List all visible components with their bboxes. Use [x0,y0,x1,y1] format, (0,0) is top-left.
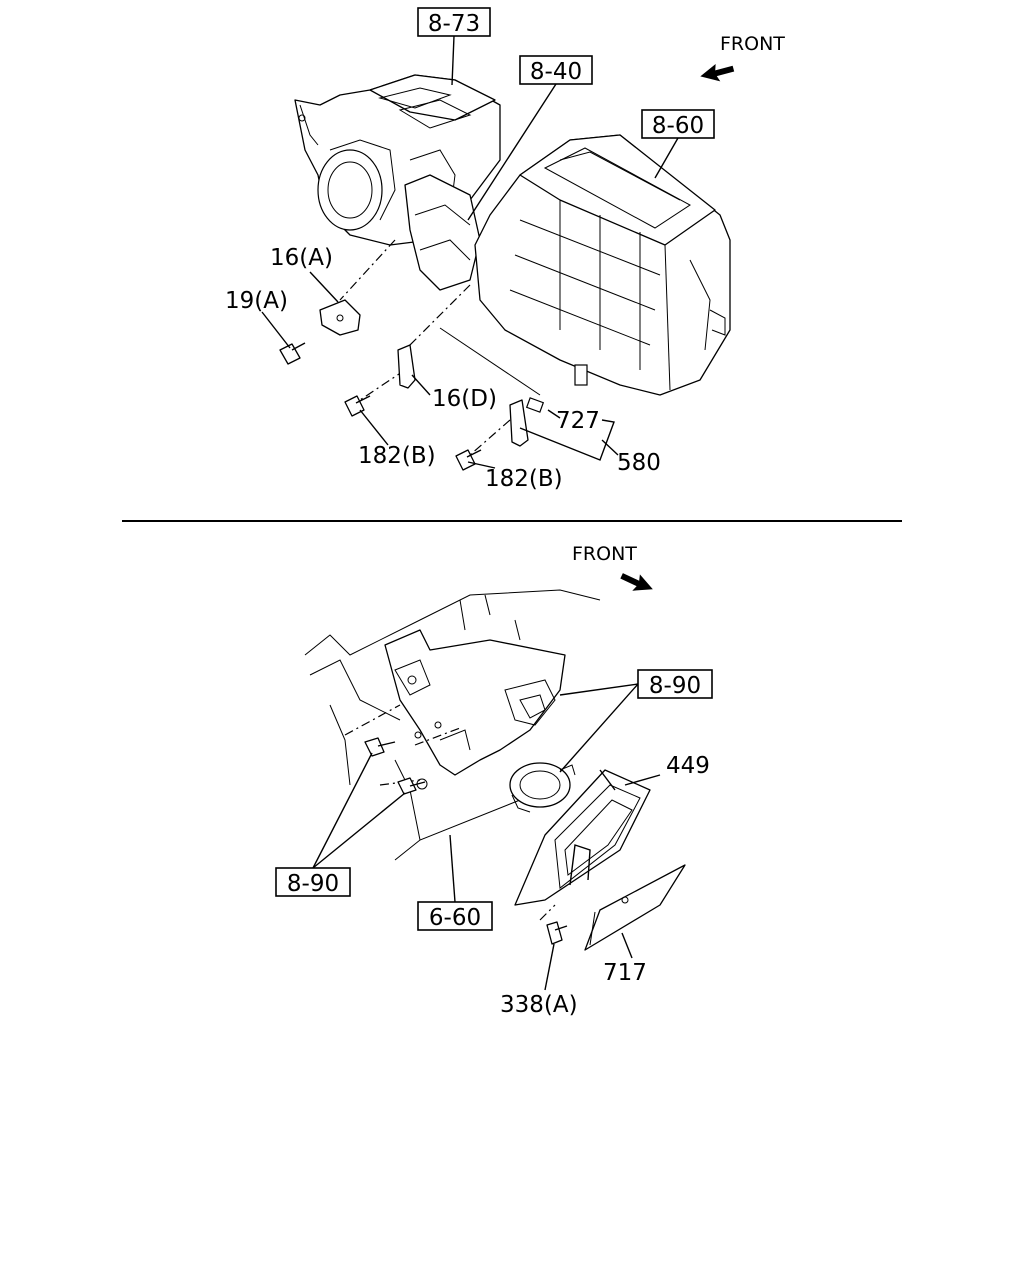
front-arrow-icon [620,573,653,591]
bolt-8-90-a [364,737,396,757]
heater-unit [474,134,731,396]
lower-view: FRONT [275,543,713,1018]
ref-8-90-a-label: 8-90 [649,673,701,699]
ref-8-73-label: 8-73 [428,11,480,37]
cover-717 [584,864,686,951]
callout-16a: 16(A) [270,245,333,271]
front-arrow-icon [700,64,735,82]
filter-ring [509,762,576,813]
upper-view: FRONT [225,7,785,492]
bracket-580: 727 580 [509,397,661,476]
ref-8-90-b-label: 8-90 [287,871,339,897]
bolt-8-90-b [397,777,428,795]
connecting-duct [404,174,481,291]
bolt-19a: 19(A) [225,288,306,365]
bolt-182b-2: 182(B) [455,449,563,492]
bolt-338a [546,921,568,945]
bracket-16a: 16(A) [270,245,361,336]
ref-6-60-label: 6-60 [429,905,481,931]
front-label-upper: FRONT [720,33,785,55]
ref-8-60-label: 8-60 [652,113,704,139]
filter-449 [514,769,651,906]
ref-8-90-a: 8-90 [559,669,713,773]
callout-338a: 338(A) [500,992,578,1018]
callout-717: 717 [603,960,647,986]
callout-727: 727 [556,408,600,434]
callout-449: 449 [666,753,710,779]
callout-16d: 16(D) [432,386,497,412]
bracket-16d: 16(D) [397,344,497,412]
bolt-182b-1: 182(B) [344,395,436,469]
ref-8-40-label: 8-40 [530,59,582,85]
ref-8-73: 8-73 [417,7,491,86]
ref-8-40: 8-40 [467,55,593,221]
callout-182b-1: 182(B) [358,443,436,469]
dash-panel [304,589,601,861]
ref-8-90-b: 8-90 [275,752,406,897]
callout-580: 580 [617,450,661,476]
callout-182b-2: 182(B) [485,466,563,492]
ref-6-60: 6-60 [417,834,493,931]
duct-housing [384,629,566,776]
callout-19a: 19(A) [225,288,288,314]
ref-8-60: 8-60 [641,109,715,179]
front-label-lower: FRONT [572,543,637,565]
